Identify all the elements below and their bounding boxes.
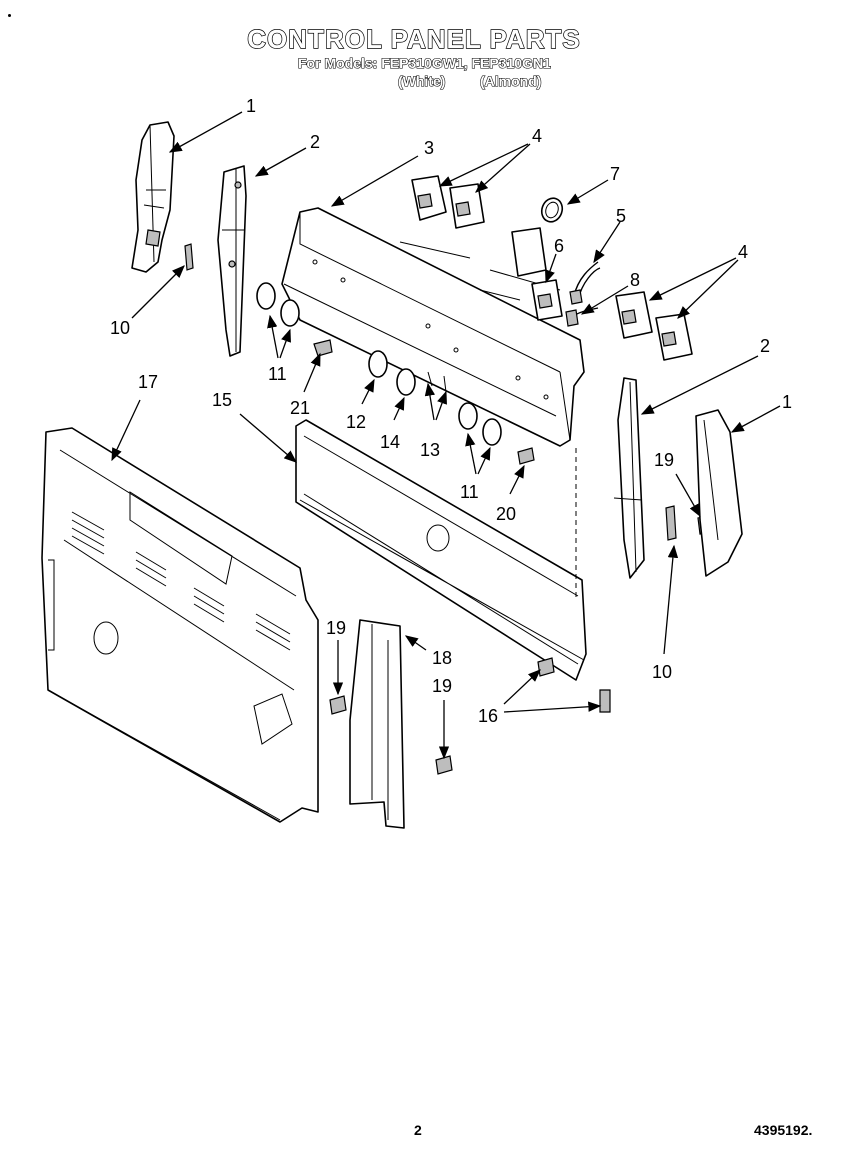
part-10-clip-right bbox=[665, 505, 677, 541]
model-numbers: For Models: FEP310GW1, FEP310GN1 bbox=[297, 54, 551, 71]
callout-13: 13 bbox=[420, 440, 440, 460]
part-4-switch-right-1 bbox=[615, 291, 653, 339]
page-number: 2 bbox=[414, 1122, 422, 1138]
callout-12: 12 bbox=[346, 412, 366, 432]
callout-2-right: 2 bbox=[760, 336, 770, 356]
part-2-bracket-left bbox=[217, 165, 247, 357]
callout-7: 7 bbox=[610, 164, 620, 184]
callout-17: 17 bbox=[138, 372, 158, 392]
callout-1-right: 1 bbox=[782, 392, 792, 412]
callout-19-right: 19 bbox=[654, 450, 674, 470]
part-5-wire-harness bbox=[569, 261, 601, 305]
callout-5: 5 bbox=[616, 206, 626, 226]
part-4-switch-top-2 bbox=[449, 183, 485, 229]
color-label-white: (White) bbox=[397, 72, 446, 89]
callout-2-left: 2 bbox=[310, 132, 320, 152]
part-17-rear-panel bbox=[41, 427, 319, 823]
part-10-clip-left bbox=[184, 243, 194, 271]
part-7-bezel-ring bbox=[540, 197, 564, 223]
part-4-switch-right-2 bbox=[655, 313, 693, 361]
part-12-knob bbox=[368, 350, 388, 378]
callout-1-left: 1 bbox=[246, 96, 256, 116]
callout-8: 8 bbox=[630, 270, 640, 290]
part-18-bracket bbox=[349, 619, 405, 829]
callout-4-top: 4 bbox=[532, 126, 542, 146]
part-11-knobs-left bbox=[256, 282, 300, 327]
stray-mark bbox=[8, 14, 11, 17]
document-number: 4395192. bbox=[754, 1122, 813, 1138]
callout-19-left: 19 bbox=[326, 618, 346, 638]
color-label-almond: (Almond) bbox=[479, 72, 542, 89]
callout-21: 21 bbox=[290, 398, 310, 418]
callout-18: 18 bbox=[432, 648, 452, 668]
part-15-panel-frame bbox=[295, 419, 587, 681]
callout-15: 15 bbox=[212, 390, 232, 410]
callout-16: 16 bbox=[478, 706, 498, 726]
part-1-end-cap-left bbox=[131, 121, 175, 273]
part-21-screw bbox=[313, 339, 333, 357]
callout-10-left: 10 bbox=[110, 318, 130, 338]
callout-19-lower: 19 bbox=[432, 676, 452, 696]
part-20-screw bbox=[517, 447, 535, 465]
callout-11-right: 11 bbox=[460, 482, 479, 502]
callout-4-right: 4 bbox=[738, 242, 748, 262]
part-8-indicator-light bbox=[565, 307, 599, 327]
page-title: CONTROL PANEL PARTS bbox=[247, 23, 581, 54]
callout-20: 20 bbox=[496, 504, 516, 524]
leader-lines bbox=[111, 111, 781, 760]
part-4-switch-top-1 bbox=[411, 175, 447, 221]
callout-14: 14 bbox=[380, 432, 400, 452]
part-14-knob bbox=[396, 368, 416, 396]
callout-6: 6 bbox=[554, 236, 564, 256]
part-2-bracket-right bbox=[613, 377, 645, 579]
callout-3: 3 bbox=[424, 138, 434, 158]
part-11-knobs-right bbox=[458, 402, 502, 446]
part-1-end-cap-right bbox=[695, 409, 743, 577]
callout-10-right: 10 bbox=[652, 662, 672, 682]
callout-11-left: 11 bbox=[268, 364, 287, 384]
part-16-screws bbox=[537, 657, 611, 713]
